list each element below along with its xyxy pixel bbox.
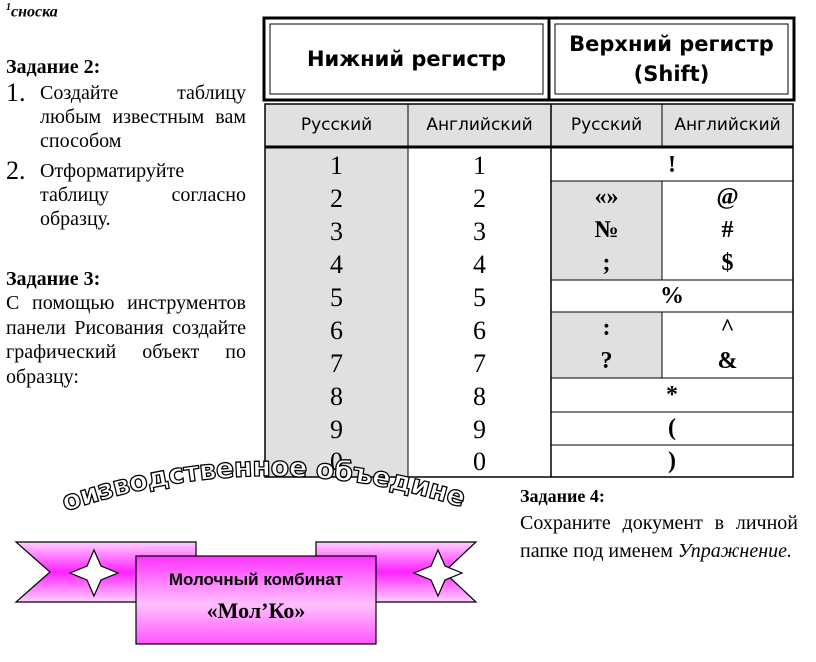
lower-ru-cell: 1 [330, 150, 343, 180]
task2-item-2: 2. Отформатируйте таблицу согласно образц… [6, 156, 246, 231]
upper-ru-cell: № [594, 217, 619, 243]
task2-block: Задание 2: 1. Создайте таблицу любым изве… [6, 56, 246, 231]
lower-en-cell: 8 [473, 381, 486, 411]
lower-ru-cell: 4 [330, 249, 343, 279]
lower-en-cell: 6 [473, 315, 486, 345]
footnote-mark: 1 [6, 2, 11, 13]
subheader-lower-russian: Русский [300, 115, 373, 135]
upper-en-cell: @ [716, 184, 739, 210]
footnote: 1сноска [6, 2, 58, 21]
task4-text-body: Сохраните документ в личной папке под им… [520, 512, 798, 562]
table-grid [262, 16, 796, 478]
lower-en-cell: 2 [473, 183, 486, 213]
upper-merged-cell: % [660, 282, 684, 309]
header-upper-register: Верхний регистр (Shift) [569, 32, 774, 86]
task4-title: Задание 4: [520, 486, 605, 506]
wordart-arch: Производственное объединение [40, 448, 470, 519]
lower-en-cell: 9 [473, 414, 486, 444]
task2-item-1-text: Создайте таблицу любым известным вам спо… [40, 82, 246, 152]
upper-merged-cell: ( [668, 415, 676, 441]
task4-text: Сохраните документ в личной папке под им… [520, 509, 798, 565]
header-lower-register: Нижний регистр [306, 47, 507, 71]
task3-title: Задание 3: [6, 268, 101, 290]
upper-ru-cell: : [602, 315, 611, 341]
lower-ru-cell: 8 [330, 381, 343, 411]
task4-filename: Упражнение. [677, 540, 792, 562]
upper-merged-cell: ! [668, 151, 676, 178]
task2-item-2-text: Отформатируйте таблицу согласно образцу. [40, 160, 246, 230]
upper-ru-cell: «» [594, 184, 619, 210]
lower-ru-cell: 6 [330, 315, 343, 345]
task2-item-1-number: 1. [6, 78, 26, 107]
lower-en-cell: 0 [473, 446, 486, 476]
upper-ru-cell: ? [600, 348, 613, 374]
subheader-lower-english: Английский [426, 115, 533, 135]
lower-en-cell: 7 [473, 348, 486, 378]
task3-block: Задание 3: С помощью инструментов панели… [6, 268, 246, 389]
task2-item-2-number: 2. [6, 156, 26, 185]
lower-en-cell: 3 [473, 216, 486, 246]
lower-ru-cell: 2 [330, 183, 343, 213]
lower-ru-cell: 3 [330, 216, 343, 246]
task2-item-1: 1. Создайте таблицу любым известным вам с… [6, 78, 246, 153]
lower-ru-cell: 7 [330, 348, 343, 378]
upper-ru-cell: ; [602, 250, 611, 276]
task3-text: С помощью инструментов панели Рисования … [6, 292, 246, 388]
upper-en-cell: $ [721, 250, 734, 276]
star-left-icon [68, 548, 120, 598]
star-right-icon [412, 548, 464, 598]
upper-en-cell: ^ [720, 315, 735, 341]
lower-ru-cell: 5 [330, 282, 343, 312]
task2-list: 1. Создайте таблицу любым известным вам с… [6, 78, 246, 231]
upper-en-cell: # [721, 217, 734, 243]
lower-en-cell: 5 [473, 282, 486, 312]
wordart-text: Производственное объединение [40, 448, 469, 518]
banner-line-1: Молочный комбинат [168, 570, 344, 589]
ribbon-banner [14, 541, 478, 645]
lower-en-cell: 1 [473, 150, 486, 180]
lower-ru-cell: 9 [330, 414, 343, 444]
upper-en-cell: & [717, 348, 738, 374]
subheader-upper-russian: Русский [570, 115, 643, 135]
lower-ru-cell: 0 [330, 446, 343, 476]
subheader-upper-english: Английский [674, 115, 781, 135]
upper-merged-cell: * [666, 381, 678, 408]
upper-merged-cell: ) [668, 447, 676, 474]
task2-title: Задание 2: [6, 56, 101, 78]
lower-en-cell: 4 [473, 249, 486, 279]
task4-block: Задание 4: Сохраните документ в личной п… [520, 486, 798, 565]
banner-line-2: «Мол’Ко» [206, 598, 306, 623]
footnote-text: сноска [11, 3, 58, 21]
